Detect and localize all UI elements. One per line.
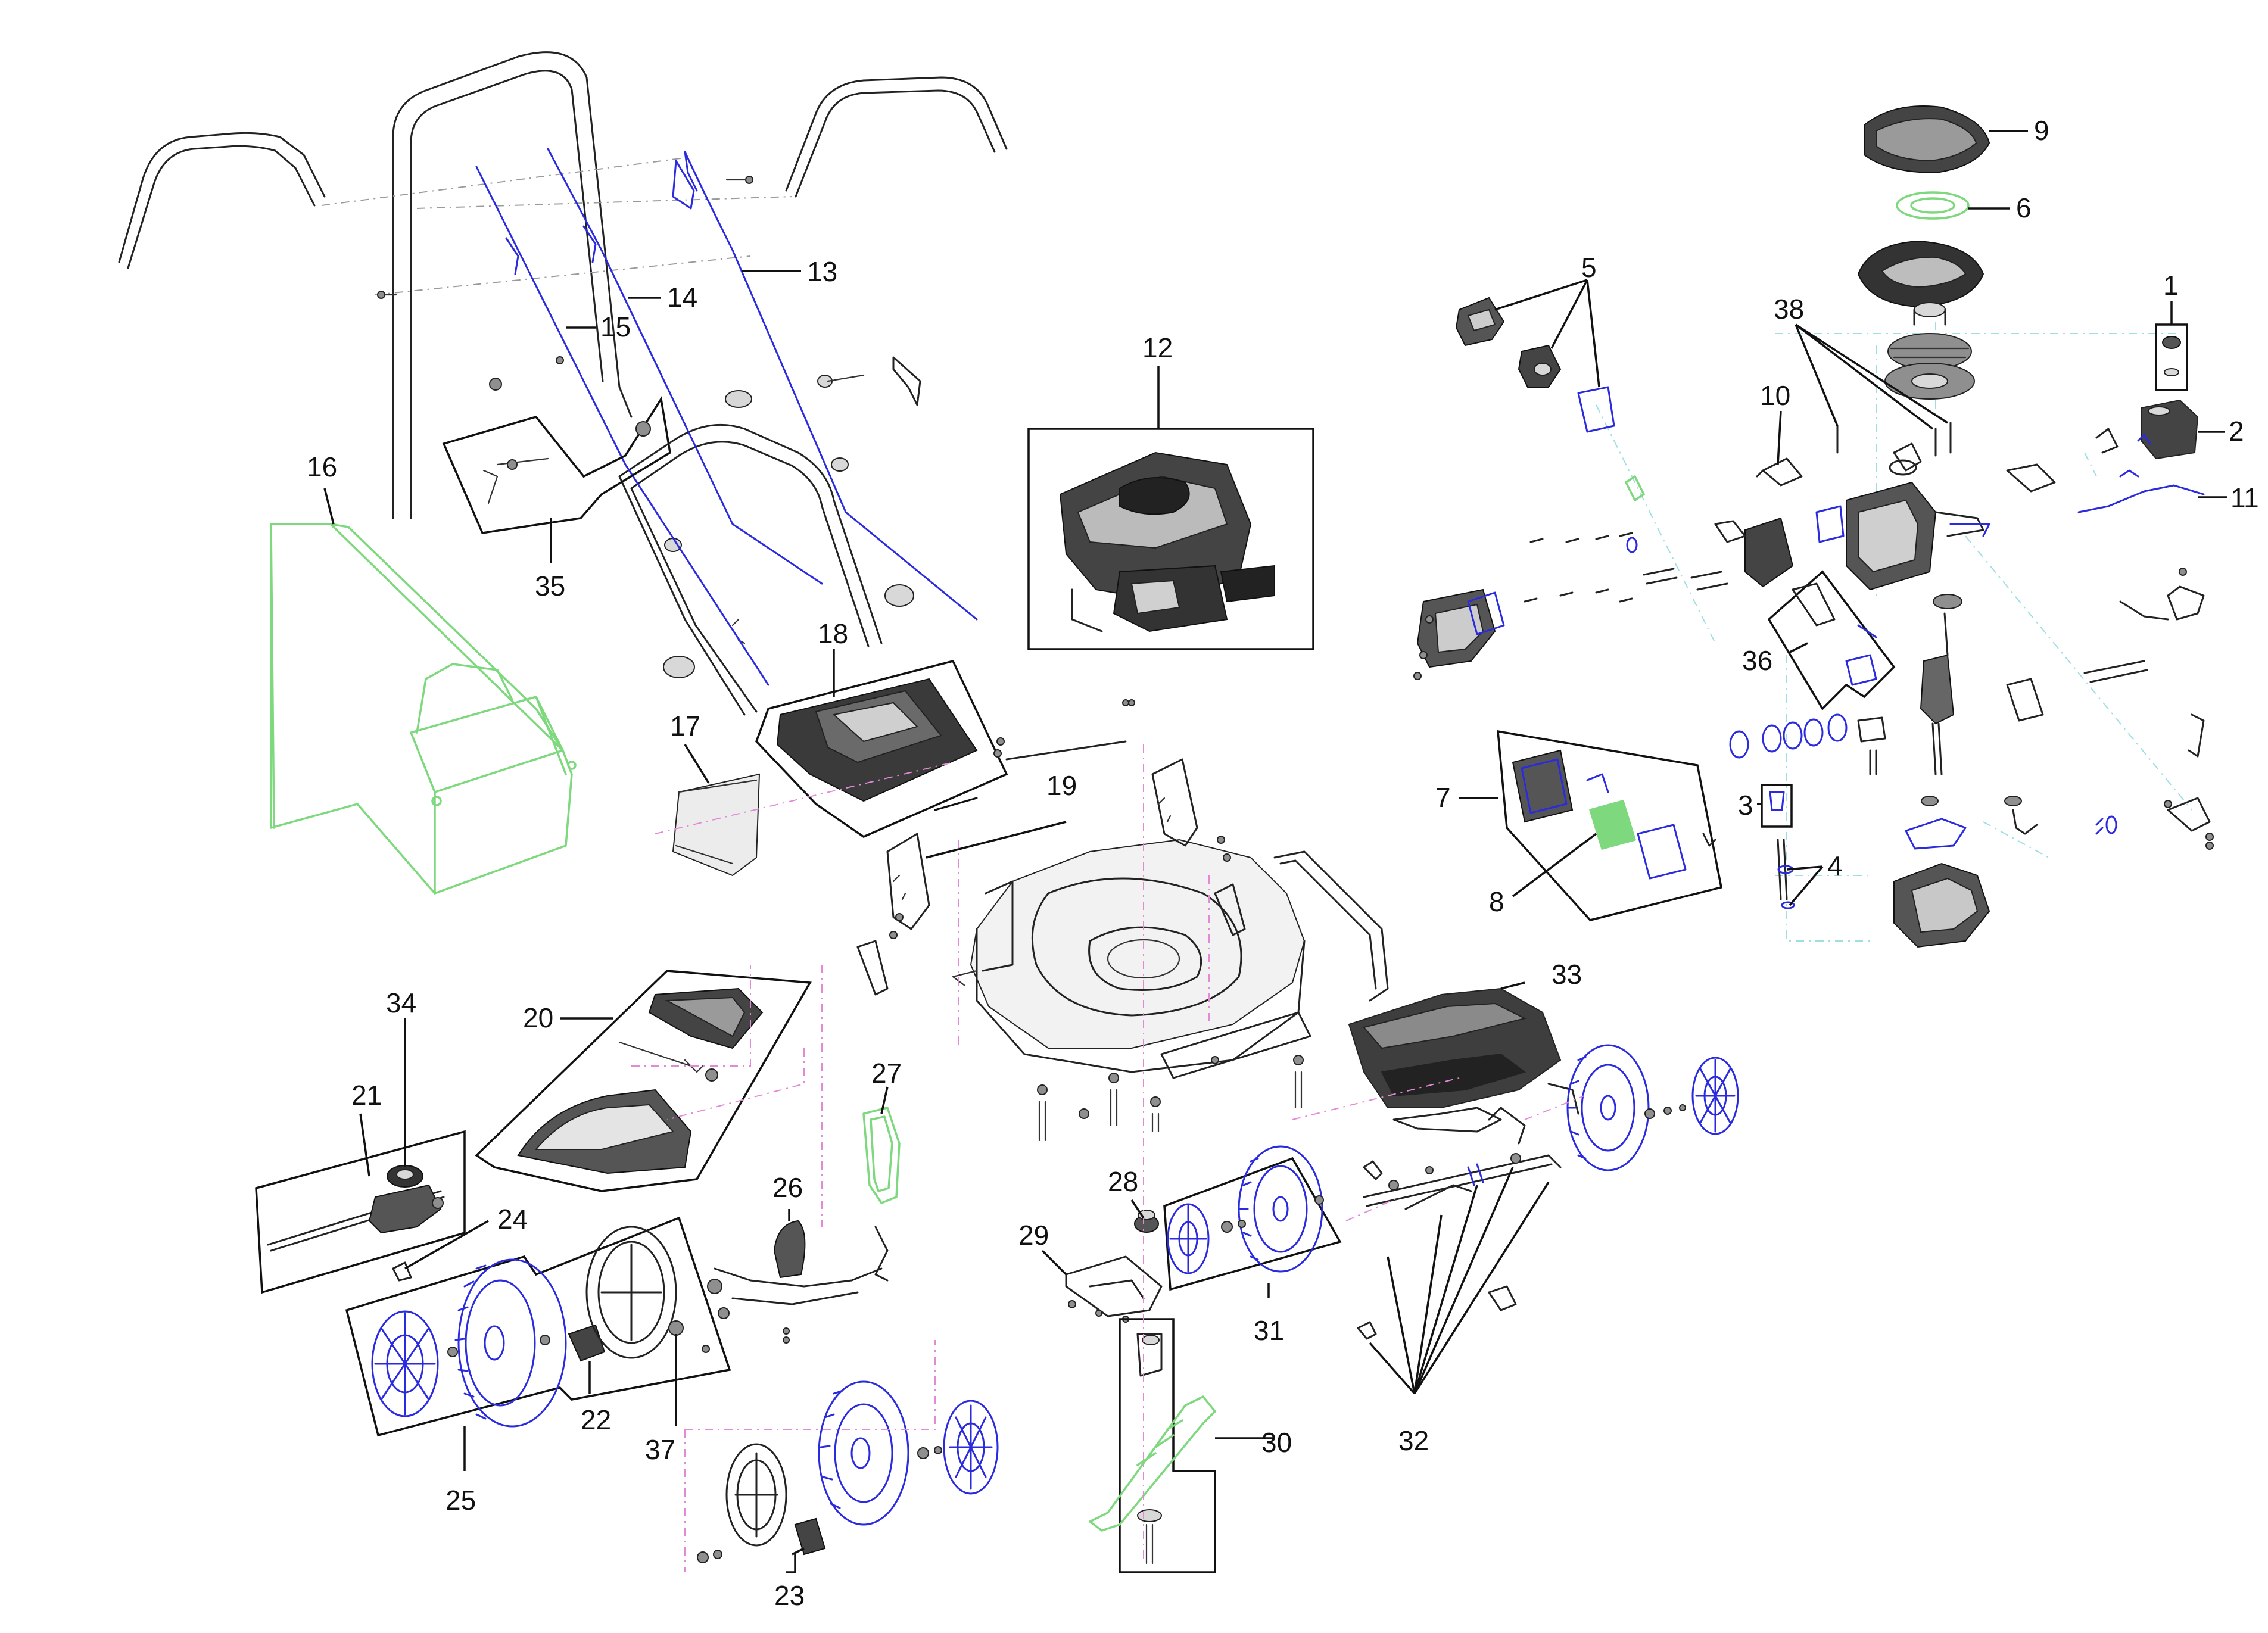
part-35-frame: [442, 396, 671, 534]
part-30-blade: [1089, 1318, 1216, 1573]
part-12-engine: [1027, 428, 1314, 650]
label-9: 9: [2034, 115, 2049, 146]
label-19: 19: [1046, 770, 1077, 801]
label-3: 3: [1738, 790, 1753, 821]
label-12: 12: [1142, 332, 1173, 363]
label-18: 18: [818, 618, 848, 649]
label-21: 21: [351, 1080, 382, 1111]
label-26: 26: [772, 1172, 803, 1203]
part-17-flap: [672, 773, 761, 877]
label-4: 4: [1827, 850, 1843, 881]
label-33: 33: [1552, 959, 1582, 990]
grass-bag: [270, 523, 577, 895]
rear-wheel-left-frame: [345, 1216, 731, 1437]
part-18-rear-cover: [755, 659, 1008, 838]
label-22: 22: [581, 1404, 611, 1435]
label-6: 6: [2016, 192, 2032, 223]
label-5: 5: [1581, 252, 1597, 283]
part-27-belt: [862, 1107, 901, 1204]
leader-lines: [323, 130, 2228, 1556]
label-24: 24: [497, 1204, 528, 1235]
label-2: 2: [2229, 416, 2244, 447]
part-26-lever: [707, 1220, 889, 1344]
label-29: 29: [1018, 1220, 1049, 1251]
rear-wheel-right-group: [697, 1380, 999, 1573]
label-35: 35: [535, 571, 565, 602]
part-28-29-blade-holder: [1065, 1210, 1163, 1323]
label-10: 10: [1760, 380, 1790, 411]
label-30: 30: [1261, 1427, 1292, 1458]
handle-assembly: [118, 51, 1008, 716]
mower-deck: [952, 839, 1311, 1142]
label-7: 7: [1435, 782, 1451, 813]
part-19-brackets: [856, 758, 1246, 996]
centerlines-pink: [631, 744, 1585, 1572]
label-20: 20: [523, 1002, 553, 1033]
label-27: 27: [871, 1058, 902, 1089]
label-13: 13: [807, 256, 837, 287]
label-37: 37: [645, 1434, 675, 1465]
part-33-front-cover: [1348, 987, 1580, 1133]
part-21-gearbox: [255, 1130, 466, 1294]
part-number-labels: 1 2 3 4 5 6 7 8 9 10 11 12 13 14 15 16 1…: [307, 115, 2259, 1611]
part-31-front-wheel: [1163, 1145, 1342, 1291]
label-14: 14: [667, 282, 697, 313]
label-15: 15: [600, 311, 631, 342]
label-34: 34: [386, 987, 416, 1018]
label-16: 16: [307, 451, 337, 482]
label-17: 17: [670, 710, 700, 741]
label-1: 1: [2163, 270, 2179, 301]
label-8: 8: [1489, 886, 1504, 917]
label-38: 38: [1774, 294, 1804, 325]
engine-exploded-view: [1413, 105, 2214, 948]
part-32-front-axle: [1357, 1107, 1562, 1340]
label-31: 31: [1254, 1315, 1284, 1346]
label-23: 23: [774, 1580, 805, 1611]
label-28: 28: [1108, 1166, 1138, 1197]
label-11: 11: [2230, 482, 2259, 513]
label-32: 32: [1398, 1425, 1429, 1456]
front-right-wheels: [1566, 1044, 1739, 1171]
label-25: 25: [446, 1485, 476, 1516]
part-20-flap: [475, 970, 812, 1192]
label-36: 36: [1742, 645, 1772, 676]
